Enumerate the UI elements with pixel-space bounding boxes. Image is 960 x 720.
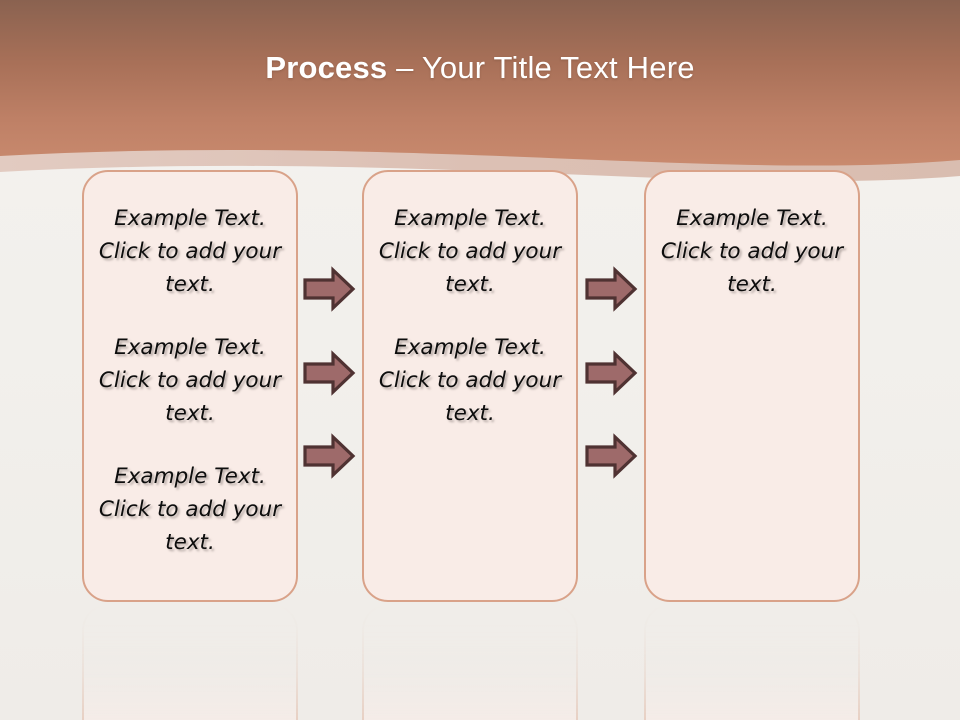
arrow-right-icon-2-2[interactable] [584, 350, 638, 396]
arrow-right-icon-1-2[interactable] [302, 350, 356, 396]
process-box-3[interactable]: Example Text. Click to add your text. [644, 170, 860, 602]
process-box-3-paragraph-1[interactable]: Example Text. Click to add your text. [660, 206, 844, 297]
process-box-1-paragraph-3[interactable]: Example Text. Click to add your text. [98, 464, 282, 555]
arrow-right-icon-1-1[interactable] [302, 266, 356, 312]
process-box-1-paragraph-2[interactable]: Example Text. Click to add your text. [98, 335, 282, 426]
arrow-right-icon-2-1[interactable] [584, 266, 638, 312]
reflection-1 [82, 604, 298, 720]
arrow-right-icon-2-3[interactable] [584, 433, 638, 479]
process-box-3-text: Example Text. Click to add your text. [646, 172, 858, 301]
reflection-2 [362, 604, 578, 720]
process-box-2-text: Example Text. Click to add your text. Ex… [364, 172, 576, 430]
process-box-2-paragraph-2[interactable]: Example Text. Click to add your text. [378, 335, 562, 426]
process-box-1-text: Example Text. Click to add your text. Ex… [84, 172, 296, 559]
title-strong: Process [265, 50, 388, 85]
process-box-1-paragraph-1[interactable]: Example Text. Click to add your text. [98, 206, 282, 297]
reflection-3 [644, 604, 860, 720]
process-box-2[interactable]: Example Text. Click to add your text. Ex… [362, 170, 578, 602]
header-banner [0, 0, 960, 182]
slide-title: Process – Your Title Text Here [0, 48, 960, 88]
process-box-1[interactable]: Example Text. Click to add your text. Ex… [82, 170, 298, 602]
title-rest: – Your Title Text Here [387, 50, 695, 85]
header-main-shape [0, 0, 960, 166]
arrow-right-icon-1-3[interactable] [302, 433, 356, 479]
process-box-2-paragraph-1[interactable]: Example Text. Click to add your text. [378, 206, 562, 297]
